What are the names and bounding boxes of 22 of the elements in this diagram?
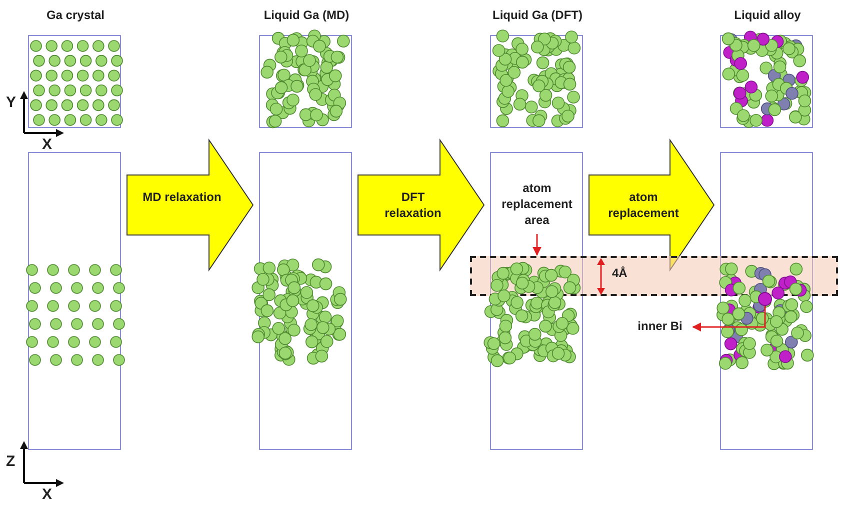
- edge-label: atom replacement: [607, 189, 680, 221]
- block-arrow: [588, 138, 715, 272]
- axis-label: X: [42, 136, 52, 153]
- bi-atom: [758, 292, 772, 306]
- block-arrow: [358, 138, 485, 272]
- callout-label: inner Bi: [636, 318, 684, 334]
- arrow: [532, 234, 542, 256]
- axis-label: Y: [6, 94, 16, 111]
- callout-label: atom replacement area: [500, 180, 574, 228]
- edge-label: DFT relaxation: [384, 189, 442, 221]
- simulation-box: [490, 152, 583, 450]
- axis-label: X: [42, 486, 52, 503]
- panel-title: Ga crystal: [45, 8, 106, 22]
- panel-title: Liquid Ga (DFT): [492, 8, 584, 22]
- simulation-box: [259, 152, 352, 450]
- edge-label: MD relaxation: [142, 189, 222, 205]
- axis-label: Z: [6, 453, 16, 470]
- panel-title: Liquid Ga (MD): [262, 8, 350, 22]
- block-arrow: [126, 138, 254, 272]
- panel-title: Liquid alloy: [733, 8, 802, 22]
- arrow: [692, 306, 766, 332]
- dimension-label: 4Å: [612, 266, 628, 280]
